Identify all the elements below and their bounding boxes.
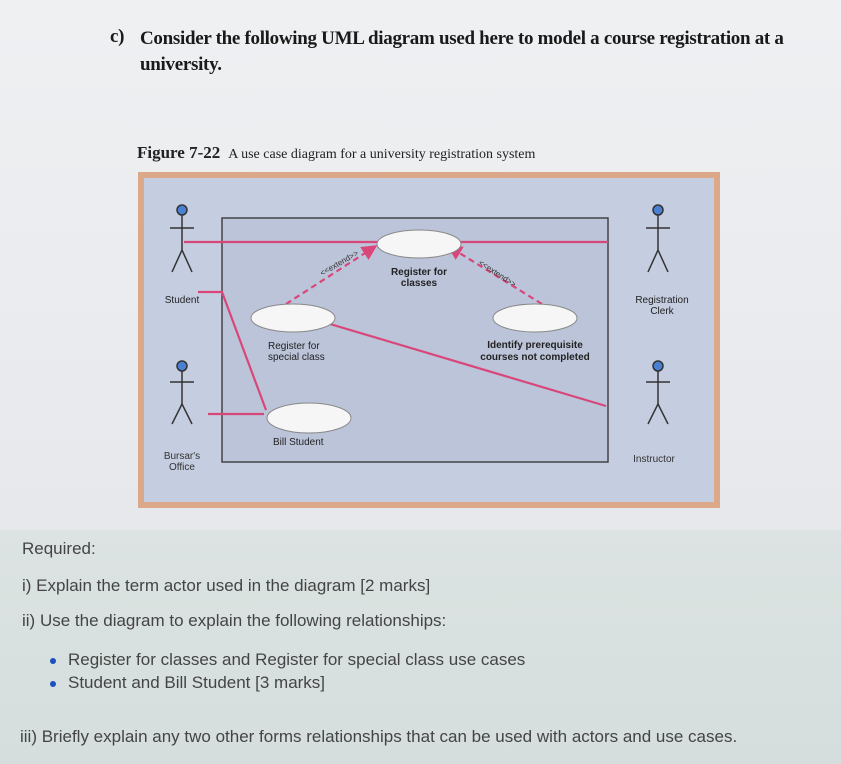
question-label: c) xyxy=(110,26,125,47)
bullet-text: Student and Bill Student [3 marks] xyxy=(68,673,326,692)
actor-clerk-label-line1: Registration xyxy=(635,295,688,306)
use-case-register-for-classes xyxy=(376,229,462,259)
actor-bursar-figure xyxy=(170,360,194,425)
use-case-prereq-line2: courses not completed xyxy=(480,352,589,363)
photo-bottom-region xyxy=(0,530,841,764)
use-case-identify-prereq xyxy=(492,303,578,333)
use-case-special-line2: special class xyxy=(268,352,325,363)
figure-number: Figure 7-22 xyxy=(137,143,221,162)
figure-caption-text: A use case diagram for a university regi… xyxy=(228,147,536,162)
use-case-register-special xyxy=(250,303,336,333)
use-case-special-line1: Register for xyxy=(268,341,320,352)
use-case-bill-label: Bill Student xyxy=(273,437,324,448)
bullet-dot-icon xyxy=(50,657,56,664)
use-case-bill-student xyxy=(266,402,352,434)
use-case-prereq-line1: Identify prerequisite xyxy=(487,340,583,351)
actor-instructor-figure xyxy=(646,360,670,425)
association-instructor-special xyxy=(329,322,607,408)
actor-bursar-label-line2: Office xyxy=(169,462,195,473)
extend-arrow-left xyxy=(285,245,378,305)
association-student-bill xyxy=(198,290,268,411)
question-iii: iii) Briefly explain any two other forms… xyxy=(20,727,738,746)
figure-caption: Figure 7-22 A use case diagram for a univ… xyxy=(137,143,535,163)
use-case-register-line2: classes xyxy=(401,278,438,289)
required-heading: Required: xyxy=(22,539,96,558)
extend-arrow-right xyxy=(446,245,543,305)
question-text: Consider the following UML diagram used … xyxy=(140,28,784,75)
actor-clerk-figure xyxy=(646,204,670,273)
actor-clerk-label-line2: Clerk xyxy=(650,306,674,317)
use-case-register-line1: Register for xyxy=(391,267,447,278)
actor-student-figure xyxy=(170,204,194,273)
bullet-text: Register for classes and Register for sp… xyxy=(68,650,526,669)
actor-student-label: Student xyxy=(165,295,200,306)
actor-instructor-label: Instructor xyxy=(633,454,675,465)
question-ii: ii) Use the diagram to explain the follo… xyxy=(22,611,447,630)
bullet-dot-icon xyxy=(50,680,56,687)
actor-bursar-label-line1: Bursar's xyxy=(164,451,200,462)
bullet-item: Student and Bill Student [3 marks] xyxy=(50,673,325,693)
use-case-diagram: <<extend>> <<extend>> Register for class… xyxy=(138,172,720,508)
bullet-item: Register for classes and Register for sp… xyxy=(50,650,525,670)
question-i: i) Explain the term actor used in the di… xyxy=(22,576,431,595)
diagram-canvas: <<extend>> <<extend>> Register for class… xyxy=(144,178,714,502)
